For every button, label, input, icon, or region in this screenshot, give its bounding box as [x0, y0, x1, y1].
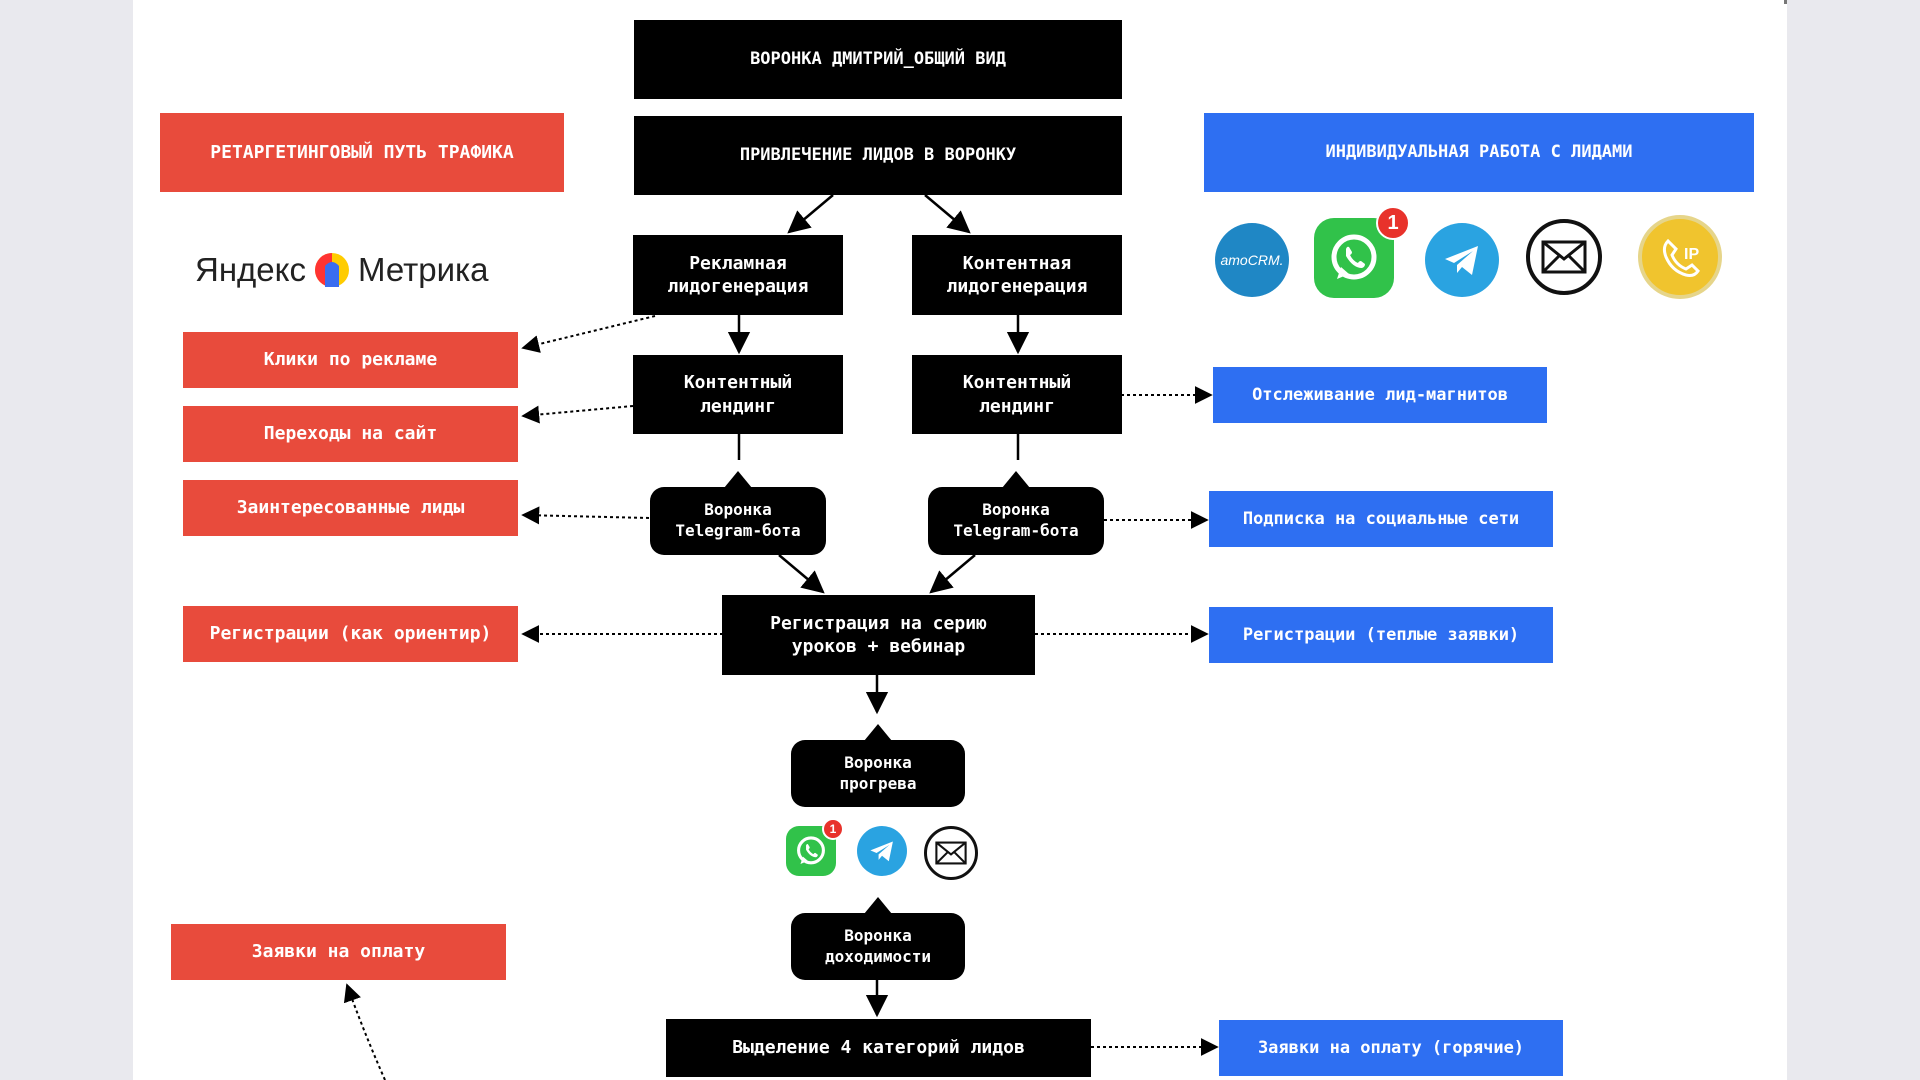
registration-box: Регистрация на серию уроков + вебинар	[722, 595, 1035, 675]
metric-social-subscriptions: Подписка на социальные сети	[1209, 491, 1553, 547]
metrica-wordmark: Метрика	[357, 251, 489, 288]
diagram-title: ВОРОНКА ДМИТРИЙ_ОБЩИЙ ВИД	[634, 20, 1122, 99]
email-icon	[1526, 219, 1602, 295]
telegram-small-icon	[857, 826, 907, 876]
dotted-landing-to-visits	[521, 405, 634, 424]
amocrm-label: amoCRM.	[1220, 252, 1284, 268]
dotted-to-payments-left	[343, 983, 386, 1080]
telegram-bot-funnel-left: Воронка Telegram-бота	[650, 471, 826, 555]
metric-hot-payment-requests: Заявки на оплату (горячие)	[1219, 1020, 1563, 1076]
lead-categories-box: Выделение 4 категорий лидов	[666, 1019, 1091, 1077]
envelope-small-glyph	[935, 841, 967, 865]
dotted-tg-to-interested	[521, 506, 650, 525]
metric-registrations-guide: Регистрации (как ориентир)	[183, 606, 518, 662]
whatsapp-small-icon: 1	[786, 818, 844, 876]
content-landing-right: Контентный лендинг	[912, 355, 1122, 434]
ip-telephony-icon: IP	[1638, 215, 1722, 299]
metric-site-visits: Переходы на сайт	[183, 406, 518, 462]
telegram-bot-funnel-right: Воронка Telegram-бота	[928, 471, 1104, 555]
whatsapp-small-glyph	[797, 836, 825, 865]
corner-marker	[1784, 0, 1787, 4]
phone-glyph: IP	[1662, 238, 1700, 277]
metric-interested-leads: Заинтересованные лиды	[183, 480, 518, 536]
metric-payment-requests: Заявки на оплату	[171, 924, 506, 980]
reach-funnel-box: Воронка доходимости	[791, 897, 965, 980]
arrow-attract-to-ad	[787, 194, 834, 234]
amocrm-icon: amoCRM.	[1215, 223, 1289, 297]
diagram-canvas: ВОРОНКА ДМИТРИЙ_ОБЩИЙ ВИД ПРИВЛЕЧЕНИЕ ЛИ…	[133, 0, 1787, 1080]
email-small-icon	[924, 826, 978, 880]
telegram-small-glyph	[870, 841, 893, 862]
metric-warm-registrations: Регистрации (теплые заявки)	[1209, 607, 1553, 663]
envelope-glyph	[1541, 240, 1587, 274]
warmup-funnel-box: Воронка прогрева	[791, 724, 965, 807]
individual-work-header: ИНДИВИДУАЛЬНАЯ РАБОТА С ЛИДАМИ	[1204, 113, 1754, 192]
content-leadgen-box: Контентная лидогенерация	[912, 235, 1122, 315]
ad-leadgen-box: Рекламная лидогенерация	[633, 235, 843, 315]
connector-layer	[343, 194, 1219, 1080]
metric-ad-clicks: Клики по рекламе	[183, 332, 518, 388]
metric-lead-magnets: Отслеживание лид-магнитов	[1213, 367, 1547, 423]
whatsapp-glyph	[1331, 234, 1377, 280]
ip-label: IP	[1684, 246, 1699, 263]
arrow-tg-left-to-registration	[778, 554, 825, 594]
whatsapp-unread-badge: 1	[1376, 206, 1410, 240]
arrow-attract-to-content	[924, 194, 971, 234]
retarget-header: РЕТАРГЕТИНГОВЫЙ ПУТЬ ТРАФИКА	[160, 113, 564, 192]
arrow-tg-right-to-registration	[929, 554, 976, 594]
yandex-wordmark: Яндекс	[195, 251, 306, 288]
telegram-glyph	[1445, 246, 1478, 275]
telegram-icon	[1425, 223, 1499, 297]
content-landing-left: Контентный лендинг	[633, 355, 843, 434]
metrica-icon	[314, 253, 349, 287]
attract-leads-box: ПРИВЛЕЧЕНИЕ ЛИДОВ В ВОРОНКУ	[634, 116, 1122, 195]
whatsapp-icon: 1	[1314, 206, 1410, 298]
dotted-ad-to-clicks	[521, 315, 656, 353]
whatsapp-small-badge: 1	[822, 818, 844, 840]
yandex-metrica-logo: Яндекс Метрика	[195, 240, 489, 300]
